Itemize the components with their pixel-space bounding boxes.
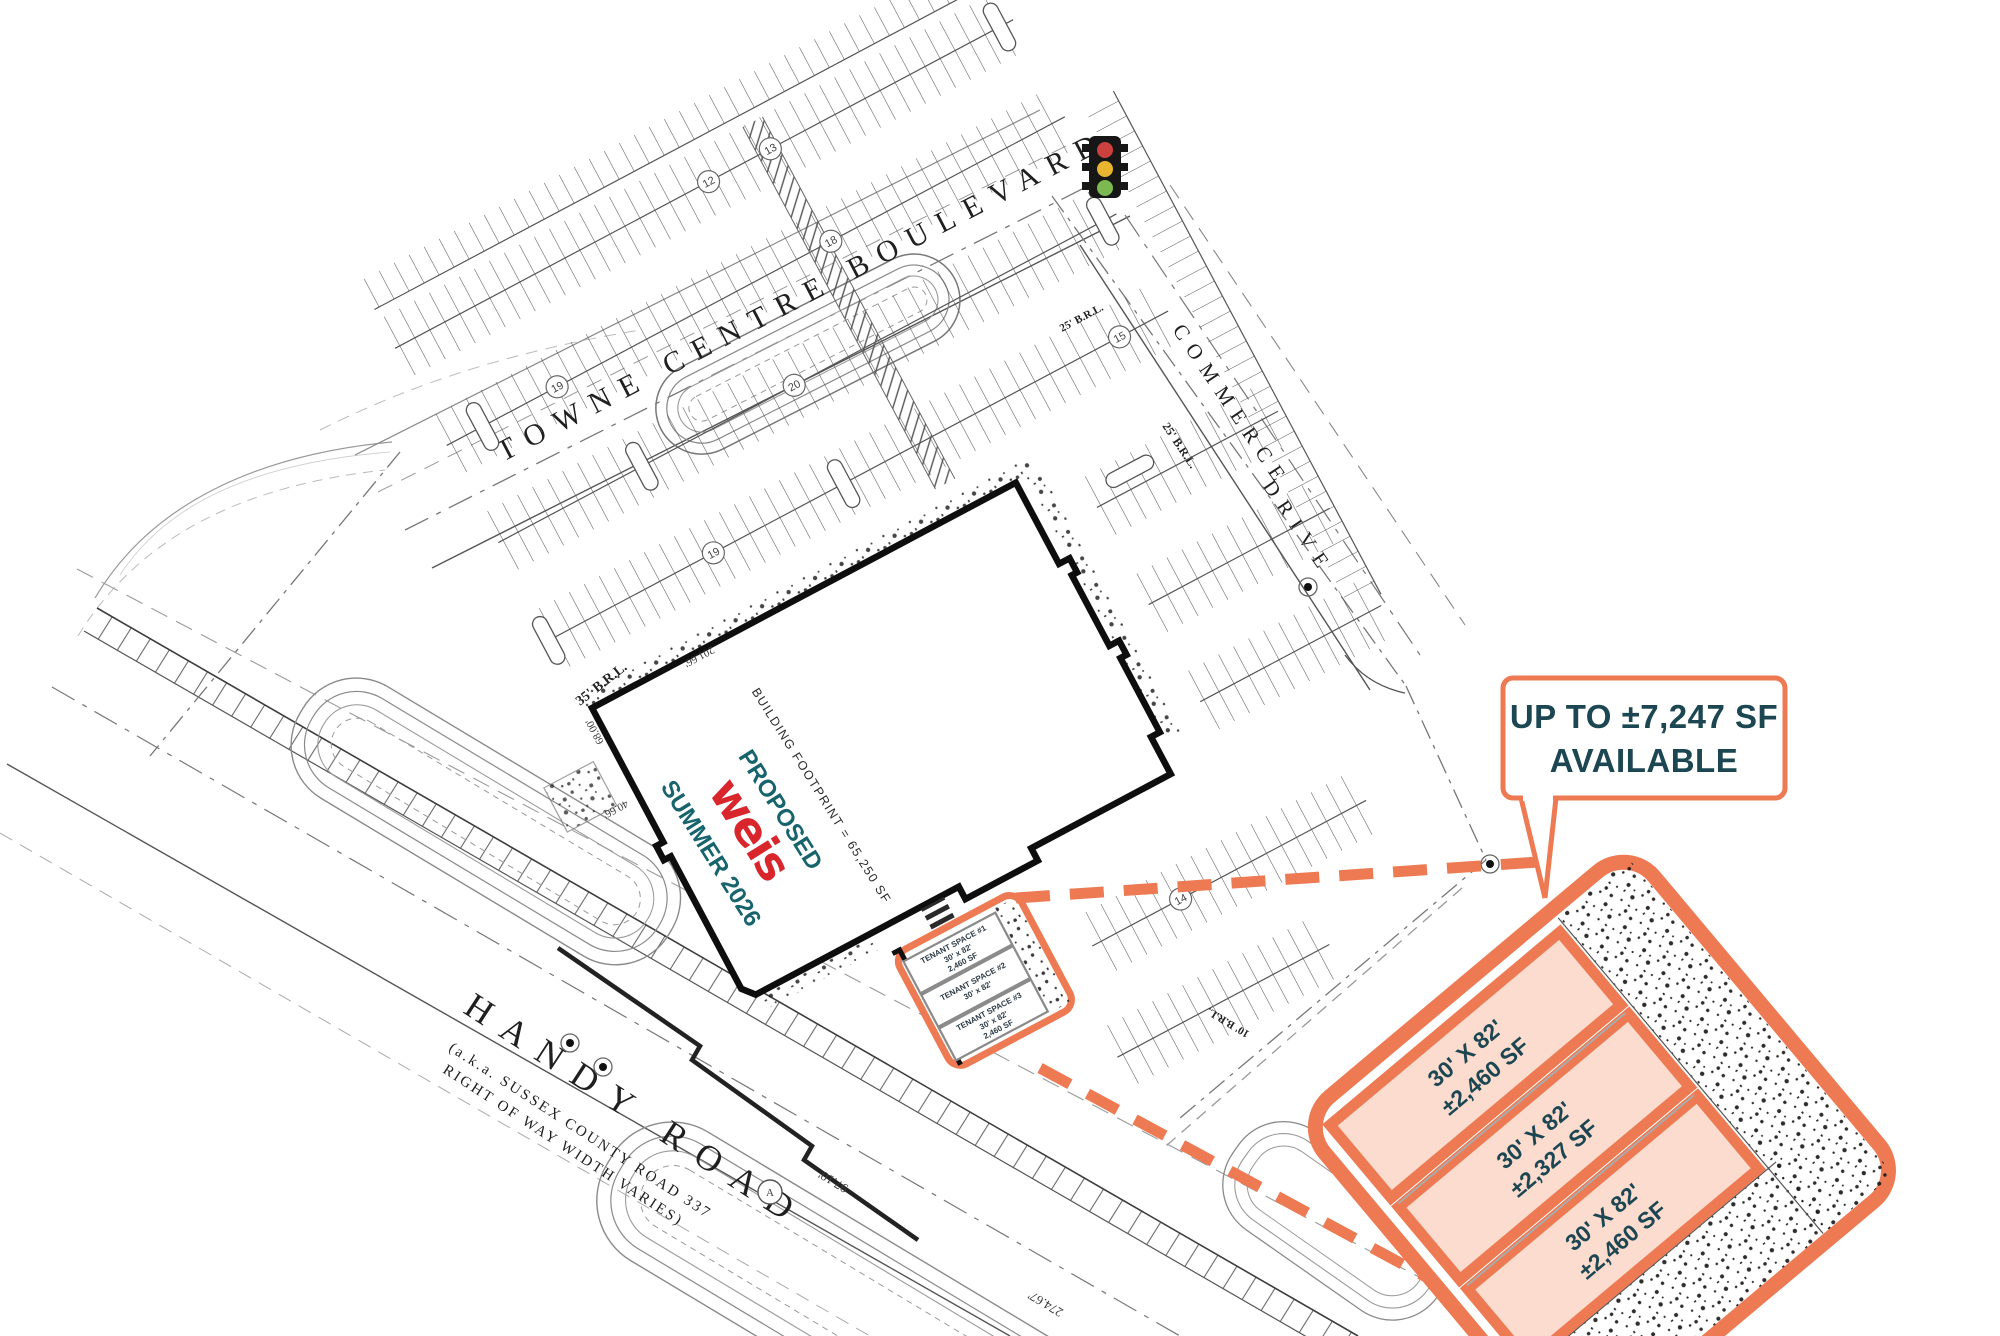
zoom-leader-lines xyxy=(1015,856,1539,1303)
parking-field-east xyxy=(1081,90,1397,731)
pedestrian-walkway xyxy=(742,116,956,490)
detail-sidewalk-east xyxy=(1558,858,1894,1234)
site-south-curb xyxy=(556,946,920,1242)
tenant-spaces-detail: 30' X 82' ±2,460 SF 30' X 82' ±2,327 SF … xyxy=(1307,854,1896,1336)
building-outline xyxy=(587,478,1176,999)
parking-islands xyxy=(465,2,1155,665)
handy-dimension-97: 97.10' xyxy=(816,1167,851,1196)
detail-space-1: 30' X 82' ±2,460 SF xyxy=(1322,924,1629,1206)
site-development-area: 19 20 19 18 15 13 12 14 TENANT SPACE #1 … xyxy=(359,0,1397,1087)
parking-count-bubbles: 19 20 19 18 15 13 12 14 xyxy=(545,137,1193,911)
availability-callout: UP TO ±7,247 SF AVAILABLE xyxy=(1500,675,1788,899)
callout-size-text: UP TO ±7,247 SF xyxy=(1510,698,1778,735)
parking-count: 20 xyxy=(786,378,802,394)
parking-count: 13 xyxy=(763,142,779,158)
detail-space-3: 30' X 82' ±2,460 SF xyxy=(1459,1088,1767,1336)
parking-count: 19 xyxy=(549,379,565,395)
survey-marker-label: A xyxy=(766,1187,774,1199)
handy-road-swale-south xyxy=(596,1121,1103,1336)
sidewalk-north xyxy=(580,456,1035,709)
sidewalk-east xyxy=(1025,467,1181,741)
handy-road-swale-west xyxy=(290,677,682,966)
parking-count: 14 xyxy=(1173,892,1189,908)
detail-sidewalk-south xyxy=(1523,1161,1833,1336)
tenant-spaces-plan: TENANT SPACE #1 30' x 82' 2,460 SF TENAN… xyxy=(891,892,1075,1069)
sidewalk-south xyxy=(757,937,879,1011)
survey-marker: A xyxy=(757,1179,783,1205)
parking-count: 15 xyxy=(1112,330,1128,346)
parking-count: 19 xyxy=(706,546,722,562)
traffic-light-icon xyxy=(1082,136,1128,198)
boundary-corner-marker xyxy=(1480,854,1500,874)
parking-count: 12 xyxy=(701,174,717,190)
callout-available-text: AVAILABLE xyxy=(1550,742,1738,779)
handy-dimension-274: 274.67' xyxy=(1025,1288,1065,1320)
parking-count: 18 xyxy=(823,234,839,250)
detail-space-2: 30' X 82' ±2,327 SF xyxy=(1391,1006,1698,1288)
west-corner-linework xyxy=(77,441,393,637)
loading-pad xyxy=(543,760,618,833)
utility-pole-icon xyxy=(560,1033,613,1077)
parking-field-south xyxy=(1076,771,1382,1087)
